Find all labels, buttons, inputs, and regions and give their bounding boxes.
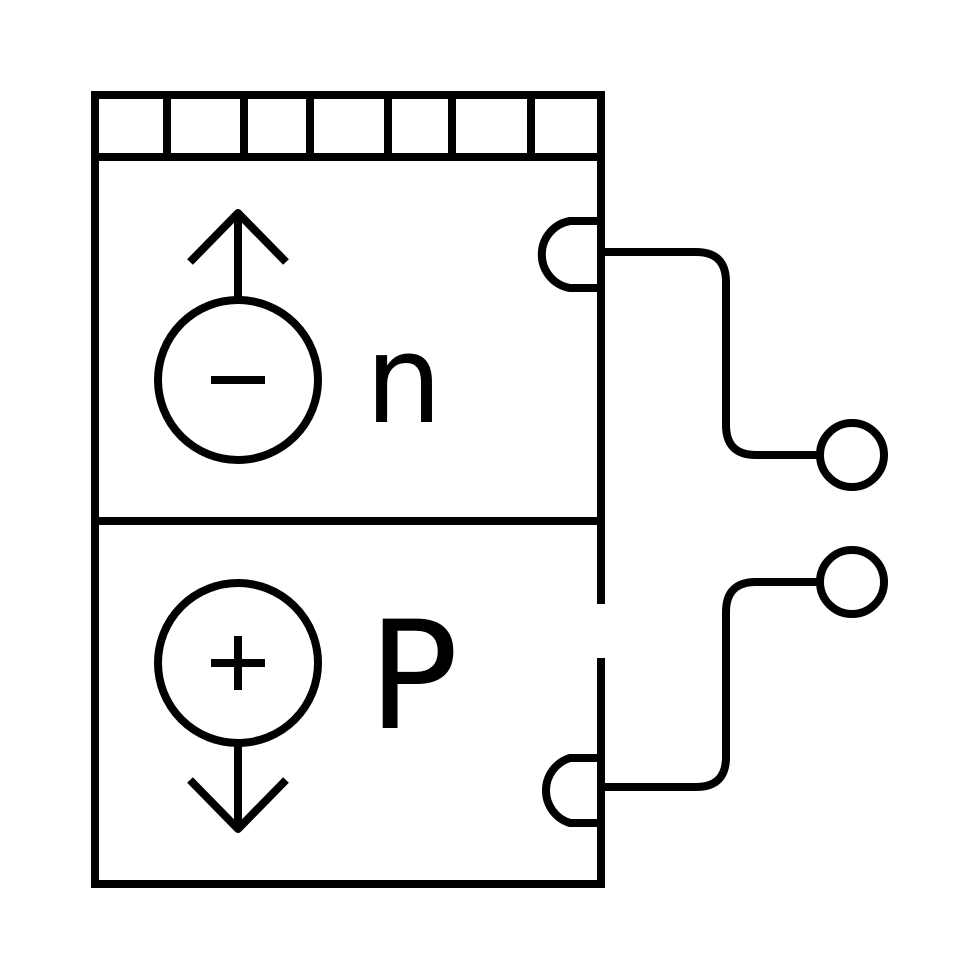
arrow-up-icon [187, 209, 289, 300]
top-strip-frame [91, 91, 605, 161]
p-region-label: P [368, 590, 458, 764]
lower-contact-tab [541, 754, 601, 827]
p-region: P [154, 579, 458, 833]
lower-wire [601, 578, 820, 791]
upper-wire [601, 248, 820, 459]
upper-contact-tab [537, 217, 601, 292]
arrow-down-icon [187, 743, 289, 833]
upper-terminal-icon [816, 419, 888, 491]
upper-contact [537, 217, 888, 491]
n-region: n [154, 209, 442, 464]
n-region-label: n [365, 309, 442, 451]
lower-terminal-icon [816, 546, 888, 618]
top-cell-strip [91, 91, 605, 161]
lower-contact [541, 546, 888, 827]
device-body [91, 157, 605, 888]
